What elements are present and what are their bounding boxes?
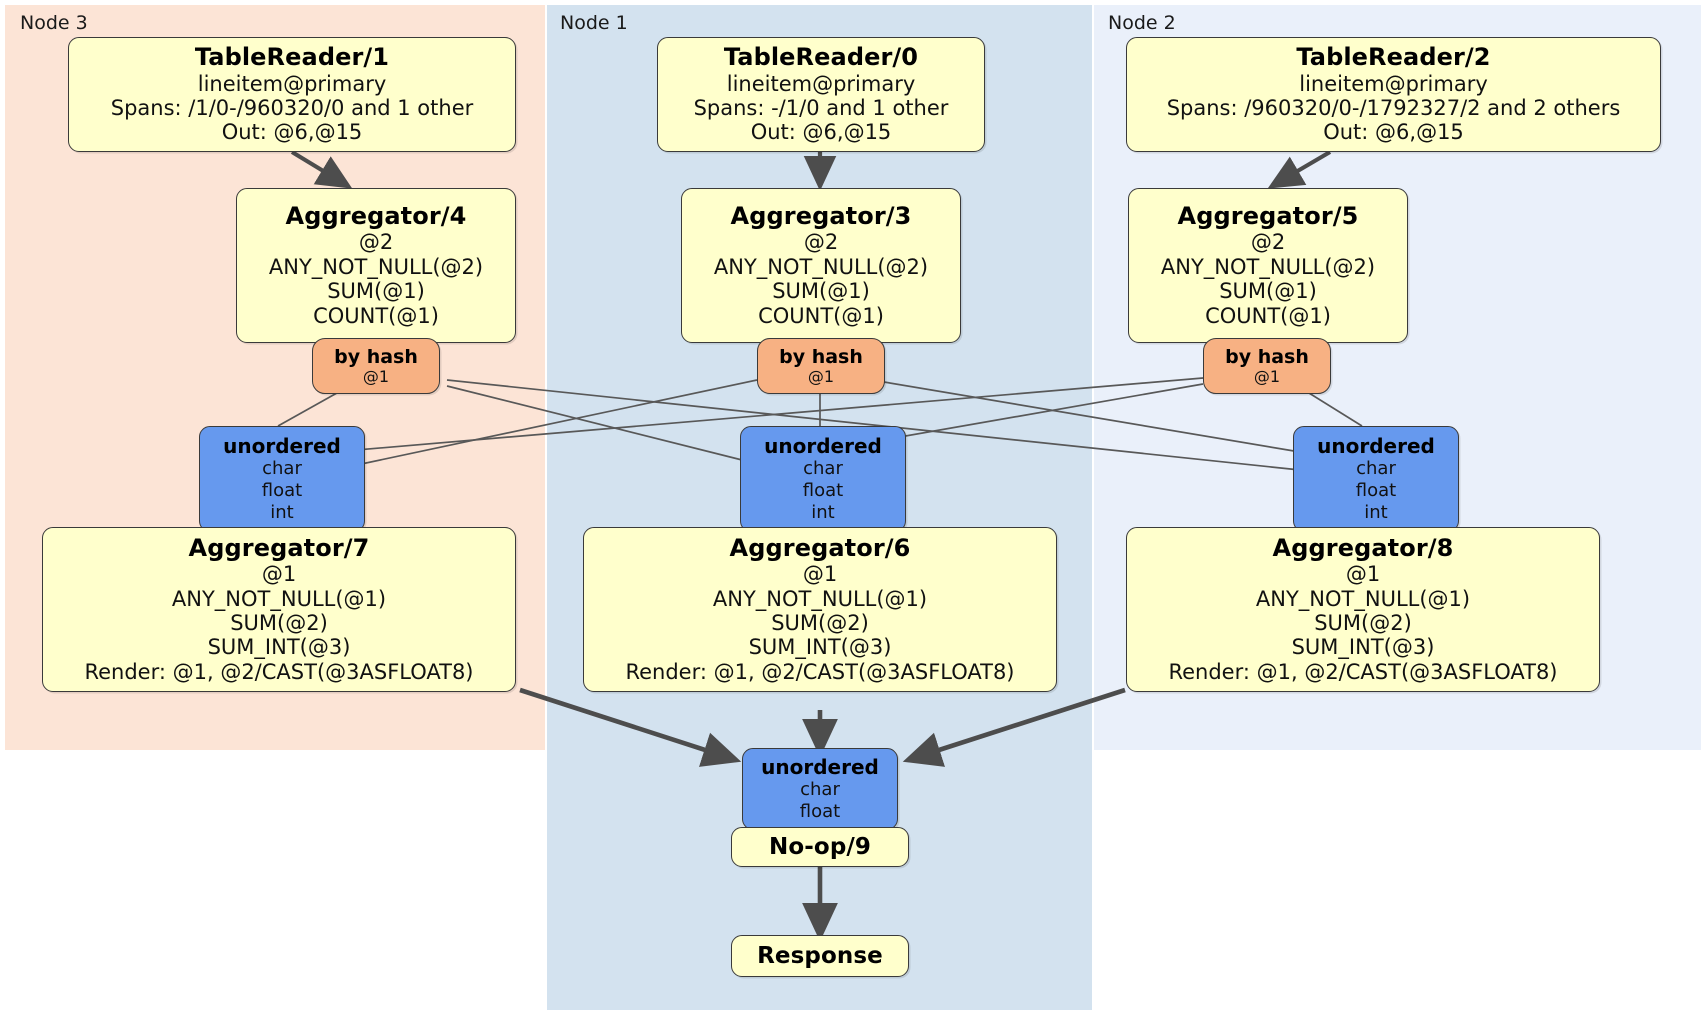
node-line: SUM_INT(@3) [1291, 635, 1435, 660]
node-title: by hash [334, 345, 418, 368]
node-line: ANY_NOT_NULL(@2) [268, 254, 484, 279]
node-title: unordered [1317, 434, 1435, 459]
node-line: @2 [803, 230, 839, 255]
aggregator-8[interactable]: Aggregator/8 @1 ANY_NOT_NULL(@1) SUM(@2)… [1126, 527, 1600, 692]
node-line: @2 [358, 230, 394, 255]
node-line: char [803, 458, 843, 480]
node-title: unordered [223, 434, 341, 459]
node-line: float [802, 480, 844, 502]
node-line: Render: @1, @2/CAST(@3ASFLOAT8) [84, 659, 474, 684]
aggregator-3[interactable]: Aggregator/3 @2 ANY_NOT_NULL(@2) SUM(@1)… [681, 188, 961, 343]
node-line: SUM_INT(@3) [207, 635, 351, 660]
node-title: unordered [764, 434, 882, 459]
node-line: ANY_NOT_NULL(@2) [713, 254, 929, 279]
node-line: Spans: -/1/0 and 1 other [693, 96, 949, 120]
node-line: COUNT(@1) [1205, 303, 1331, 328]
unordered-router-6[interactable]: unordered char float int [740, 426, 906, 532]
node-title: unordered [761, 755, 879, 780]
aggregator-6[interactable]: Aggregator/6 @1 ANY_NOT_NULL(@1) SUM(@2)… [583, 527, 1057, 692]
unordered-router-8[interactable]: unordered char float int [1293, 426, 1459, 532]
node-label-node3: Node 3 [20, 12, 88, 34]
node-line: @1 [362, 366, 390, 386]
table-reader-0[interactable]: TableReader/0 lineitem@primary Spans: -/… [657, 37, 985, 152]
node-line: lineitem@primary [1299, 71, 1488, 96]
node-title: Aggregator/8 [1272, 533, 1454, 562]
unordered-router-7[interactable]: unordered char float int [199, 426, 365, 532]
aggregator-4[interactable]: Aggregator/4 @2 ANY_NOT_NULL(@2) SUM(@1)… [236, 188, 516, 343]
node-line: int [811, 501, 835, 523]
node-title: TableReader/1 [194, 43, 390, 72]
node-line: lineitem@primary [197, 71, 387, 96]
merge-unordered-router[interactable]: unordered char float [742, 748, 898, 830]
node-line: @1 [807, 366, 835, 386]
node-line: lineitem@primary [726, 71, 916, 96]
node-title: by hash [1225, 345, 1309, 368]
node-line: Spans: /1/0-/960320/0 and 1 other [110, 96, 474, 120]
node-line: char [800, 779, 840, 801]
node-line: Out: @6,@15 [1323, 120, 1464, 145]
node-line: char [1356, 458, 1396, 480]
node-line: Spans: /960320/0-/1792327/2 and 2 others [1166, 96, 1621, 120]
node-title: Aggregator/5 [1177, 202, 1359, 231]
node-title: Aggregator/3 [730, 202, 912, 231]
node-title: Aggregator/6 [729, 533, 911, 562]
node-line: SUM(@1) [772, 279, 870, 304]
table-reader-2[interactable]: TableReader/2 lineitem@primary Spans: /9… [1126, 37, 1661, 152]
node-title: Aggregator/4 [285, 202, 467, 231]
node-line: Render: @1, @2/CAST(@3ASFLOAT8) [625, 659, 1015, 684]
node-line: float [1355, 480, 1397, 502]
node-title: No-op/9 [769, 833, 871, 860]
no-op-9[interactable]: No-op/9 [731, 827, 909, 867]
node-line: ANY_NOT_NULL(@1) [712, 586, 928, 611]
node-line: @1 [261, 562, 297, 587]
node-line: @1 [802, 562, 838, 587]
node-line: SUM(@2) [1314, 611, 1412, 635]
node-line: @1 [1345, 562, 1381, 587]
by-hash-output-5[interactable]: by hash @1 [1203, 338, 1331, 394]
node-line: SUM(@1) [327, 279, 425, 304]
node-line: COUNT(@1) [313, 303, 439, 328]
node-title: by hash [779, 345, 863, 368]
node-line: float [799, 801, 841, 822]
node-line: SUM(@2) [230, 611, 328, 635]
node-line: ANY_NOT_NULL(@2) [1160, 254, 1376, 279]
node-line: int [1364, 501, 1388, 523]
aggregator-5[interactable]: Aggregator/5 @2 ANY_NOT_NULL(@2) SUM(@1)… [1128, 188, 1408, 343]
node-line: @2 [1250, 230, 1286, 255]
node-line: Out: @6,@15 [221, 120, 363, 145]
node-line: COUNT(@1) [758, 303, 884, 328]
node-line: SUM_INT(@3) [748, 635, 892, 660]
node-line: char [262, 458, 302, 480]
node-label-node1: Node 1 [560, 12, 628, 34]
node-title: TableReader/0 [723, 43, 919, 72]
node-label-node2: Node 2 [1108, 12, 1176, 34]
node-title: TableReader/2 [1296, 43, 1491, 72]
node-line: Out: @6,@15 [750, 120, 892, 145]
table-reader-1[interactable]: TableReader/1 lineitem@primary Spans: /1… [68, 37, 516, 152]
node-line: @1 [1253, 366, 1281, 386]
by-hash-output-4[interactable]: by hash @1 [312, 338, 440, 394]
by-hash-output-3[interactable]: by hash @1 [757, 338, 885, 394]
node-line: SUM(@1) [1219, 279, 1317, 304]
response-node[interactable]: Response [731, 935, 909, 977]
node-title: Response [757, 942, 883, 969]
node-line: ANY_NOT_NULL(@1) [171, 586, 387, 611]
node-line: ANY_NOT_NULL(@1) [1255, 586, 1471, 611]
node-line: SUM(@2) [771, 611, 869, 635]
node-line: Render: @1, @2/CAST(@3ASFLOAT8) [1168, 659, 1558, 684]
node-line: int [270, 501, 294, 523]
aggregator-7[interactable]: Aggregator/7 @1 ANY_NOT_NULL(@1) SUM(@2)… [42, 527, 516, 692]
node-line: float [261, 480, 303, 502]
node-title: Aggregator/7 [188, 533, 370, 562]
